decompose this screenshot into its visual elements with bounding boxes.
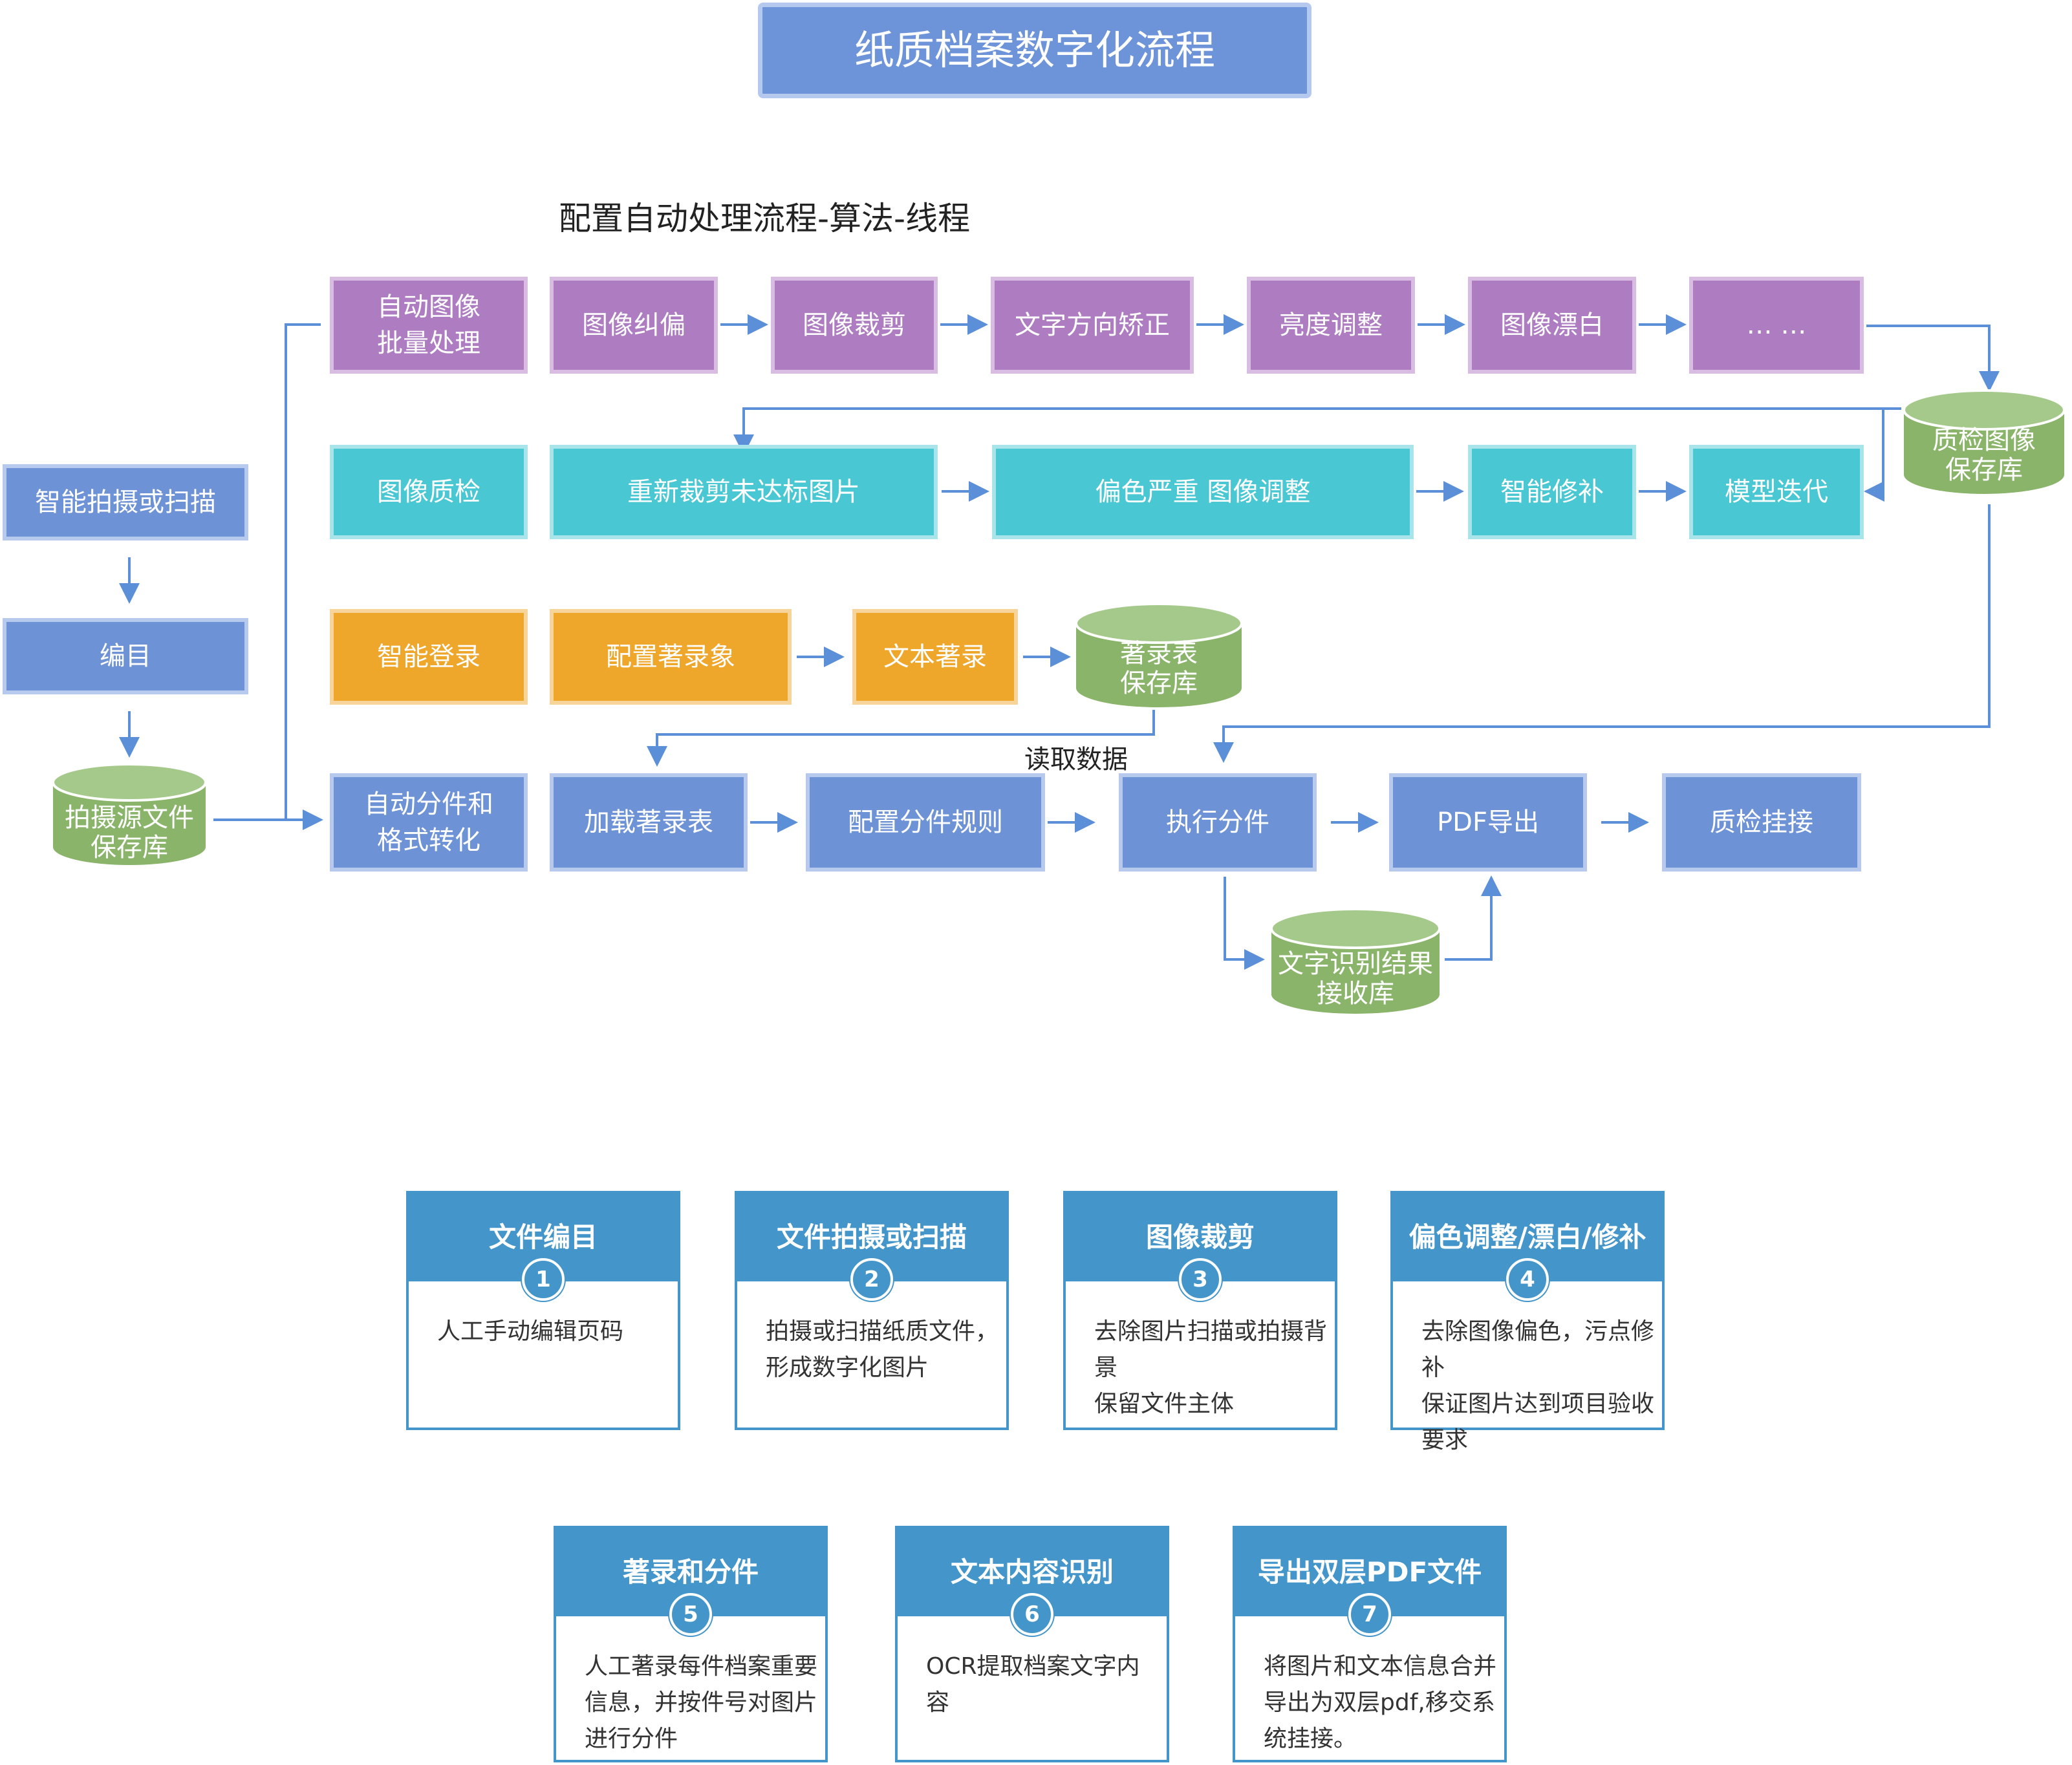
card-description: 将图片和文本信息合并 导出为双层pdf,移交系 统挂接。 bbox=[1264, 1653, 1497, 1752]
model-iteration-box: 模型迭代 bbox=[1689, 445, 1864, 539]
crop-box: 图像裁剪 bbox=[771, 277, 938, 374]
arrow-qcdb-to-split bbox=[1213, 504, 1991, 763]
source-db-cylinder bbox=[52, 763, 207, 865]
records-db-label: 著录表 保存库 bbox=[1120, 639, 1198, 698]
auto-split-convert-box: 自动分件和 格式转化 bbox=[330, 773, 528, 872]
card-number: 4 bbox=[1506, 1258, 1549, 1301]
step-card-3: 图像裁剪 3 去除图片扫描或拍摄背景 保留文件主体 bbox=[1063, 1191, 1337, 1430]
card-number: 3 bbox=[1179, 1258, 1222, 1301]
recrop-box: 重新裁剪未达标图片 bbox=[550, 445, 938, 539]
text-orientation-box: 文字方向矫正 bbox=[991, 277, 1194, 374]
arrow-qcdb-to-model bbox=[1864, 407, 1901, 502]
card-description: OCR提取档案文字内容 bbox=[926, 1653, 1140, 1716]
card-description: 拍摄或扫描纸质文件， 形成数字化图片 bbox=[766, 1318, 999, 1381]
step-card-6: 文本内容识别 6 OCR提取档案文字内容 bbox=[895, 1526, 1169, 1762]
auto-batch-processing-box: 自动图像 批量处理 bbox=[330, 277, 528, 374]
deskew-box: 图像纠偏 bbox=[550, 277, 718, 374]
catalog-box: 编目 bbox=[3, 618, 248, 694]
page-title: 纸质档案数字化流程 bbox=[758, 3, 1311, 98]
step-card-1: 文件编目 1 人工手动编辑页码 bbox=[406, 1191, 680, 1430]
step-card-7: 导出双层PDF文件 7 将图片和文本信息合并 导出为双层pdf,移交系 统挂接。 bbox=[1233, 1526, 1507, 1762]
card-number: 6 bbox=[1011, 1593, 1053, 1636]
more-steps-box: … … bbox=[1689, 277, 1864, 374]
execute-split-box: 执行分件 bbox=[1119, 773, 1317, 872]
source-db-label: 拍摄源文件 保存库 bbox=[65, 803, 194, 862]
card-description: 去除图像偏色，污点修补 保证图片达到项目验收 要求 bbox=[1421, 1318, 1655, 1453]
arrow-recordsdb-to-load bbox=[647, 710, 1155, 767]
brightness-box: 亮度调整 bbox=[1247, 277, 1415, 374]
step-card-4: 偏色调整/漂白/修补 4 去除图像偏色，污点修补 保证图片达到项目验收 要求 bbox=[1390, 1191, 1665, 1453]
arrow-trunk-to-row1 bbox=[285, 323, 321, 820]
card-number: 2 bbox=[850, 1258, 893, 1301]
ocr-results-db-label: 文字识别结果 接收库 bbox=[1278, 949, 1433, 1009]
arrow-ocrdb-to-pdf bbox=[1445, 875, 1502, 961]
pdf-export-box: PDF导出 bbox=[1389, 773, 1587, 872]
smart-registration-box: 智能登录 bbox=[330, 609, 528, 705]
qc-image-db-label: 质检图像 保存库 bbox=[1932, 425, 2036, 485]
load-records-box: 加载著录表 bbox=[550, 773, 748, 872]
image-qc-box: 图像质检 bbox=[330, 445, 528, 539]
smart-repair-box: 智能修补 bbox=[1468, 445, 1636, 539]
configure-records-box: 配置著录象 bbox=[550, 609, 792, 705]
qc-attach-box: 质检挂接 bbox=[1662, 773, 1861, 872]
arrow-row1-to-qcdb bbox=[1866, 325, 2000, 392]
card-description: 去除图片扫描或拍摄背景 保留文件主体 bbox=[1094, 1318, 1328, 1417]
card-number: 5 bbox=[669, 1593, 712, 1636]
card-description: 人工手动编辑页码 bbox=[437, 1318, 624, 1345]
qc-image-db-cylinder bbox=[1903, 389, 2066, 494]
records-db-cylinder bbox=[1075, 603, 1243, 707]
subtitle: 配置自动处理流程-算法-线程 bbox=[559, 200, 971, 237]
step-card-5: 著录和分件 5 人工著录每件档案重要 信息，并按件号对图片 进行分件 bbox=[554, 1526, 828, 1762]
arrow-split-to-ocrdb bbox=[1224, 877, 1265, 970]
card-title: 文件拍摄或扫描 bbox=[737, 1193, 1006, 1281]
card-number: 7 bbox=[1348, 1593, 1391, 1636]
ocr-results-db-cylinder bbox=[1270, 908, 1441, 1014]
smart-capture-box: 智能拍摄或扫描 bbox=[3, 464, 248, 540]
read-data-label: 读取数据 bbox=[1024, 745, 1128, 775]
text-records-box: 文本著录 bbox=[852, 609, 1018, 705]
arrow-qcdb-to-recrop bbox=[733, 407, 1901, 455]
split-rules-box: 配置分件规则 bbox=[806, 773, 1045, 872]
card-description: 人工著录每件档案重要 信息，并按件号对图片 进行分件 bbox=[585, 1653, 818, 1752]
color-cast-adjust-box: 偏色严重 图像调整 bbox=[992, 445, 1414, 539]
bleach-box: 图像漂白 bbox=[1468, 277, 1636, 374]
card-number: 1 bbox=[522, 1258, 565, 1301]
step-card-2: 文件拍摄或扫描 2 拍摄或扫描纸质文件， 形成数字化图片 bbox=[735, 1191, 1009, 1430]
